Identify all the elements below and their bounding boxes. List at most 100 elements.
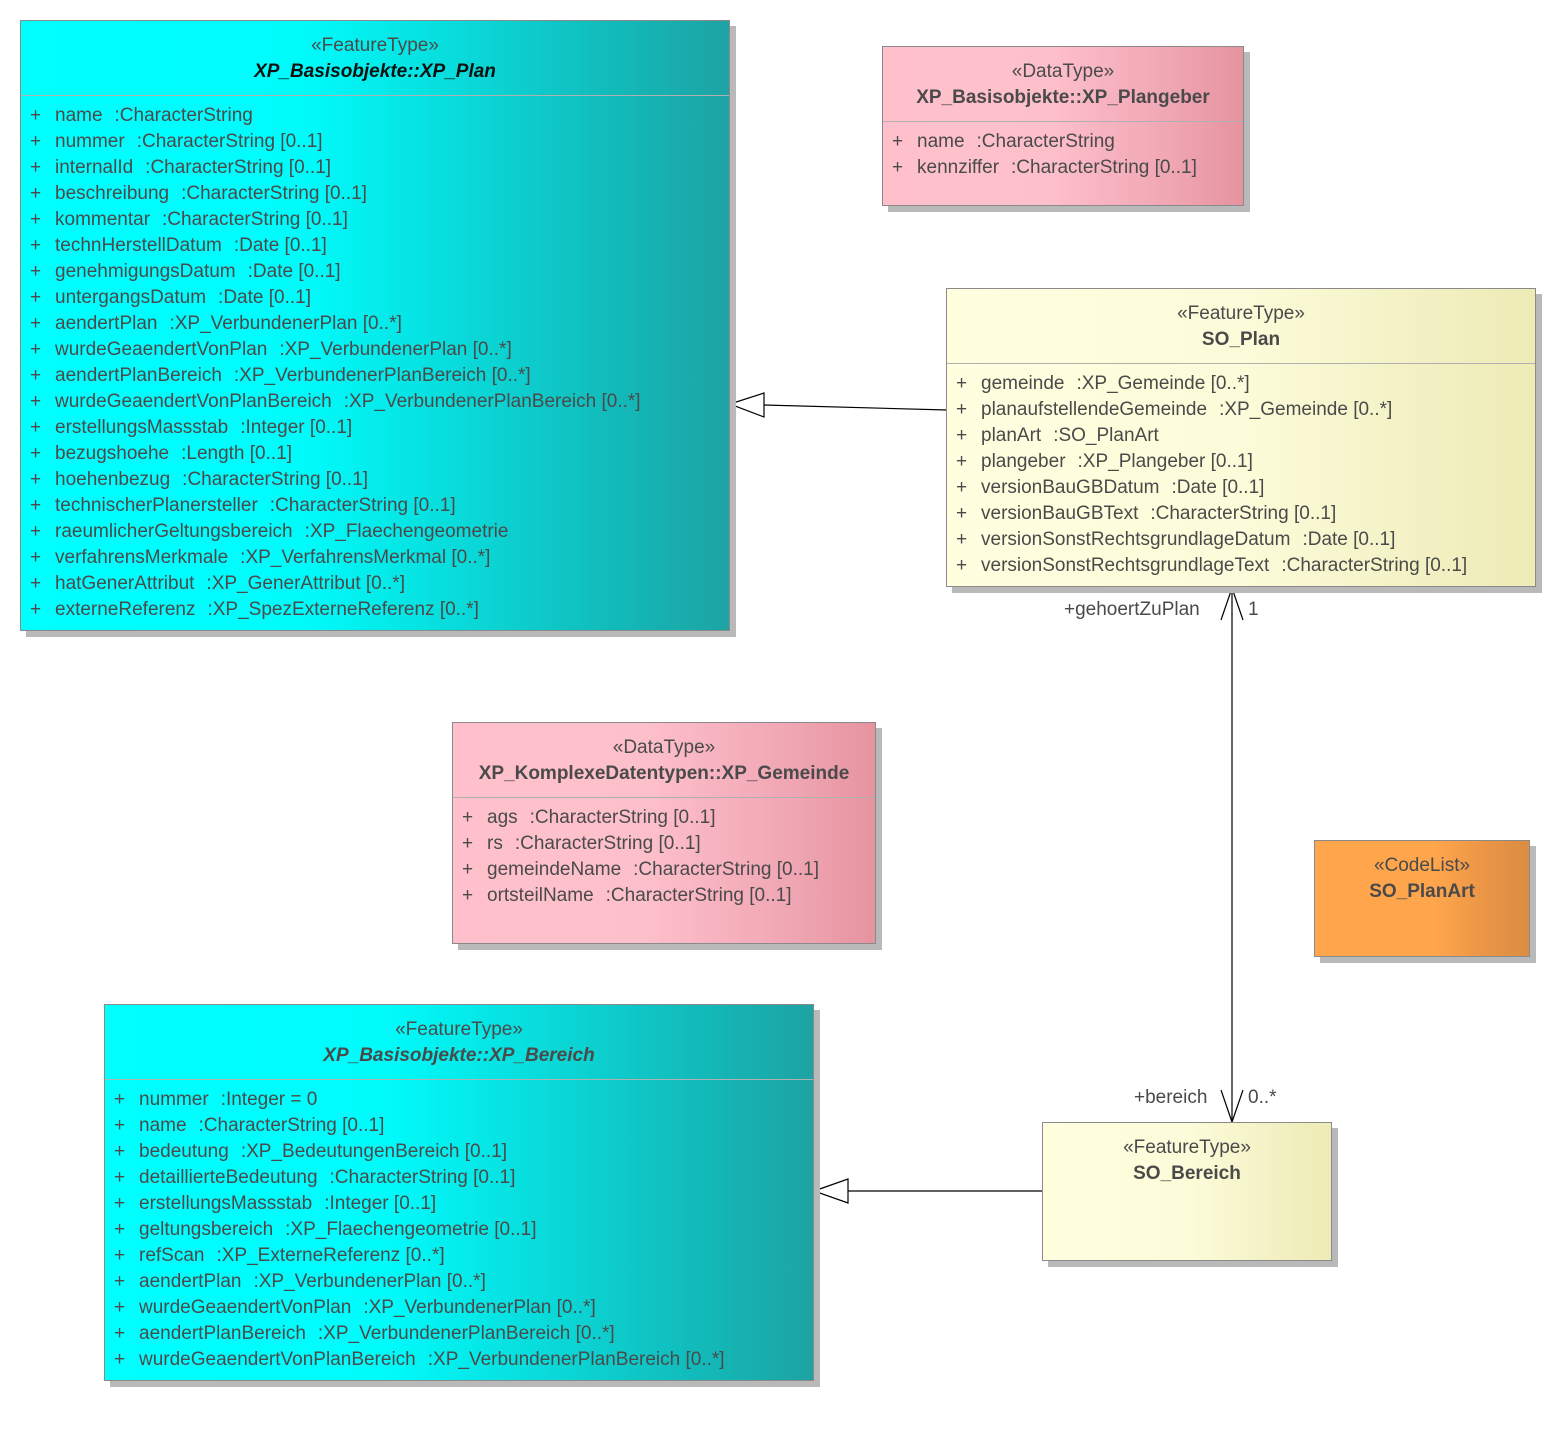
- attribute-row[interactable]: +raeumlicherGeltungsbereich:XP_Flaecheng…: [30, 521, 509, 542]
- association-arrow-plan-end: [1220, 586, 1244, 621]
- attribute-list: +nummer:Integer = 0 +name:CharacterStrin…: [105, 1080, 813, 1373]
- attribute-type: :XP_VerbundenerPlanBereich [0..*]: [317, 1323, 615, 1344]
- class-so-planart[interactable]: «CodeList» SO_PlanArt: [1314, 840, 1530, 957]
- attribute-row[interactable]: +name:CharacterString [0..1]: [114, 1115, 385, 1136]
- attribute-type: :XP_GenerAttribut [0..*]: [206, 573, 405, 594]
- attribute-name: plangeber: [981, 451, 1066, 472]
- attribute-type: :SO_PlanArt: [1053, 425, 1159, 446]
- attribute-type: :CharacterString [0..1]: [145, 157, 332, 178]
- attribute-row[interactable]: +name:CharacterString: [30, 105, 253, 126]
- attribute-type: :XP_Flaechengeometrie: [304, 521, 509, 542]
- attribute-row[interactable]: +planArt:SO_PlanArt: [956, 425, 1159, 446]
- role-label-gehoert-zu-plan: +gehoertZuPlan: [1064, 599, 1200, 620]
- attribute-row[interactable]: +planaufstellendeGemeinde:XP_Gemeinde [0…: [956, 399, 1393, 420]
- attribute-type: :XP_VerbundenerPlan [0..*]: [169, 313, 402, 334]
- attribute-list: +ags:CharacterString [0..1] +rs:Characte…: [453, 798, 875, 909]
- attribute-row[interactable]: +gemeindeName:CharacterString [0..1]: [462, 859, 820, 880]
- attribute-type: :XP_Flaechengeometrie [0..1]: [285, 1219, 537, 1240]
- attribute-row[interactable]: +bedeutung:XP_BedeutungenBereich [0..1]: [114, 1141, 508, 1162]
- attribute-name: aendertPlanBereich: [55, 365, 222, 386]
- compartment-divider: [21, 95, 729, 96]
- attribute-type: :CharacterString [0..1]: [605, 885, 792, 906]
- attribute-row[interactable]: +beschreibung:CharacterString [0..1]: [30, 183, 367, 204]
- attribute-name: versionSonstRechtsgrundlageText: [981, 555, 1270, 576]
- attribute-type: :CharacterString: [114, 105, 253, 126]
- stereotype-label: «FeatureType»: [1123, 1137, 1251, 1158]
- class-name: SO_Bereich: [1133, 1163, 1241, 1184]
- attribute-row[interactable]: +nummer:Integer = 0: [114, 1089, 318, 1110]
- attribute-name: bezugshoehe: [55, 443, 170, 464]
- attribute-name: genehmigungsDatum: [55, 261, 236, 282]
- attribute-type: :XP_Gemeinde [0..*]: [1076, 373, 1250, 394]
- stereotype-label: «FeatureType»: [311, 35, 439, 56]
- attribute-row[interactable]: +externeReferenz:XP_SpezExterneReferenz …: [30, 599, 479, 620]
- attribute-row[interactable]: +genehmigungsDatum:Date [0..1]: [30, 261, 341, 282]
- class-header: «FeatureType» XP_Basisobjekte::XP_Bereic…: [105, 1005, 813, 1067]
- attribute-row[interactable]: +kommentar:CharacterString [0..1]: [30, 209, 348, 230]
- attribute-row[interactable]: +hoehenbezug:CharacterString [0..1]: [30, 469, 369, 490]
- attribute-name: gemeindeName: [487, 859, 622, 880]
- attribute-row[interactable]: +erstellungsMassstab:Integer [0..1]: [114, 1193, 437, 1214]
- attribute-row[interactable]: +hatGenerAttribut:XP_GenerAttribut [0..*…: [30, 573, 405, 594]
- attribute-row[interactable]: +detaillierteBedeutung:CharacterString […: [114, 1167, 516, 1188]
- class-xp-bereich[interactable]: «FeatureType» XP_Basisobjekte::XP_Bereic…: [104, 1004, 814, 1381]
- compartment-divider: [453, 797, 875, 798]
- attribute-row[interactable]: +wurdeGeaendertVonPlan:XP_VerbundenerPla…: [30, 339, 512, 360]
- attribute-row[interactable]: +plangeber:XP_Plangeber [0..1]: [956, 451, 1253, 472]
- attribute-name: ortsteilName: [487, 885, 594, 906]
- attribute-row[interactable]: +wurdeGeaendertVonPlanBereich:XP_Verbund…: [30, 391, 641, 412]
- attribute-name: hatGenerAttribut: [55, 573, 195, 594]
- attribute-row[interactable]: +technHerstellDatum:Date [0..1]: [30, 235, 327, 256]
- class-xp-plan[interactable]: «FeatureType» XP_Basisobjekte::XP_Plan +…: [20, 20, 730, 631]
- attribute-name: versionBauGBText: [981, 503, 1139, 524]
- attribute-name: kennziffer: [917, 157, 1000, 178]
- attribute-type: :CharacterString [0..1]: [198, 1115, 385, 1136]
- attribute-row[interactable]: +name:CharacterString: [892, 131, 1115, 152]
- attribute-row[interactable]: +versionSonstRechtsgrundlageText:Charact…: [956, 555, 1468, 576]
- attribute-row[interactable]: +versionSonstRechtsgrundlageDatum:Date […: [956, 529, 1396, 550]
- attribute-row[interactable]: +geltungsbereich:XP_Flaechengeometrie [0…: [114, 1219, 537, 1240]
- attribute-name: nummer: [139, 1089, 209, 1110]
- class-so-bereich[interactable]: «FeatureType» SO_Bereich: [1042, 1122, 1332, 1261]
- class-header: «CodeList» SO_PlanArt: [1315, 841, 1529, 905]
- class-so-plan[interactable]: «FeatureType» SO_Plan +gemeinde:XP_Gemei…: [946, 288, 1536, 587]
- attribute-row[interactable]: +erstellungsMassstab:Integer [0..1]: [30, 417, 353, 438]
- attribute-type: :CharacterString [0..1]: [1281, 555, 1468, 576]
- attribute-type: :CharacterString [0..1]: [181, 183, 367, 204]
- attribute-name: planArt: [981, 425, 1042, 446]
- attribute-row[interactable]: +bezugshoehe:Length [0..1]: [30, 443, 293, 464]
- attribute-row[interactable]: +ags:CharacterString [0..1]: [462, 807, 716, 828]
- attribute-name: gemeinde: [981, 373, 1065, 394]
- attribute-row[interactable]: +versionBauGBDatum:Date [0..1]: [956, 477, 1265, 498]
- attribute-name: ags: [487, 807, 518, 828]
- attribute-row[interactable]: +wurdeGeaendertVonPlanBereich:XP_Verbund…: [114, 1349, 725, 1370]
- multiplicity-label-plan: 1: [1248, 599, 1259, 620]
- attribute-type: :Date [0..1]: [233, 235, 327, 256]
- generalization-line-so-plan[interactable]: [763, 404, 948, 411]
- attribute-name: name: [139, 1115, 187, 1136]
- attribute-row[interactable]: +aendertPlan:XP_VerbundenerPlan [0..*]: [114, 1271, 486, 1292]
- attribute-row[interactable]: +kennziffer:CharacterString [0..1]: [892, 157, 1197, 178]
- attribute-row[interactable]: +rs:CharacterString [0..1]: [462, 833, 701, 854]
- attribute-row[interactable]: +versionBauGBText:CharacterString [0..1]: [956, 503, 1337, 524]
- attribute-row[interactable]: +ortsteilName:CharacterString [0..1]: [462, 885, 792, 906]
- attribute-type: :CharacterString [0..1]: [182, 469, 369, 490]
- attribute-row[interactable]: +verfahrensMerkmale:XP_VerfahrensMerkmal…: [30, 547, 491, 568]
- class-xp-gemeinde[interactable]: «DataType» XP_KomplexeDatentypen::XP_Gem…: [452, 722, 876, 944]
- attribute-row[interactable]: +untergangsDatum:Date [0..1]: [30, 287, 311, 308]
- attribute-row[interactable]: +nummer:CharacterString [0..1]: [30, 131, 323, 152]
- attribute-name: name: [917, 131, 965, 152]
- attribute-row[interactable]: +aendertPlan:XP_VerbundenerPlan [0..*]: [30, 313, 402, 334]
- attribute-row[interactable]: +wurdeGeaendertVonPlan:XP_VerbundenerPla…: [114, 1297, 596, 1318]
- attribute-row[interactable]: +refScan:XP_ExterneReferenz [0..*]: [114, 1245, 445, 1266]
- attribute-row[interactable]: +gemeinde:XP_Gemeinde [0..*]: [956, 373, 1250, 394]
- class-xp-plangeber[interactable]: «DataType» XP_Basisobjekte::XP_Plangeber…: [882, 46, 1244, 206]
- attribute-type: :CharacterString [0..1]: [136, 131, 323, 152]
- attribute-row[interactable]: +technischerPlanersteller:CharacterStrin…: [30, 495, 456, 516]
- attribute-row[interactable]: +aendertPlanBereich:XP_VerbundenerPlanBe…: [30, 365, 531, 386]
- attribute-row[interactable]: +aendertPlanBereich:XP_VerbundenerPlanBe…: [114, 1323, 615, 1344]
- attribute-type: :XP_VerbundenerPlan [0..*]: [363, 1297, 596, 1318]
- attribute-type: :Date [0..1]: [1171, 477, 1265, 498]
- attribute-row[interactable]: +internalId:CharacterString [0..1]: [30, 157, 332, 178]
